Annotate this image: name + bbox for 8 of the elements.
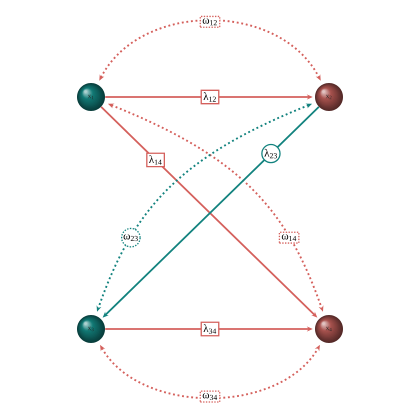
- edge-label: λ$_{12}$: [200, 90, 220, 104]
- edge-label: ω$_{14}$: [278, 232, 300, 244]
- edge-label: ω$_{12}$: [200, 16, 220, 28]
- edge-label: λ$_{34}$: [200, 322, 220, 336]
- edge-label: ω$_{34}$: [200, 390, 220, 403]
- edge-label: ω$_{23}$: [121, 228, 141, 248]
- edge-label: λ$_{14}$: [146, 152, 165, 168]
- edge-label: λ$_{23}$: [261, 144, 281, 164]
